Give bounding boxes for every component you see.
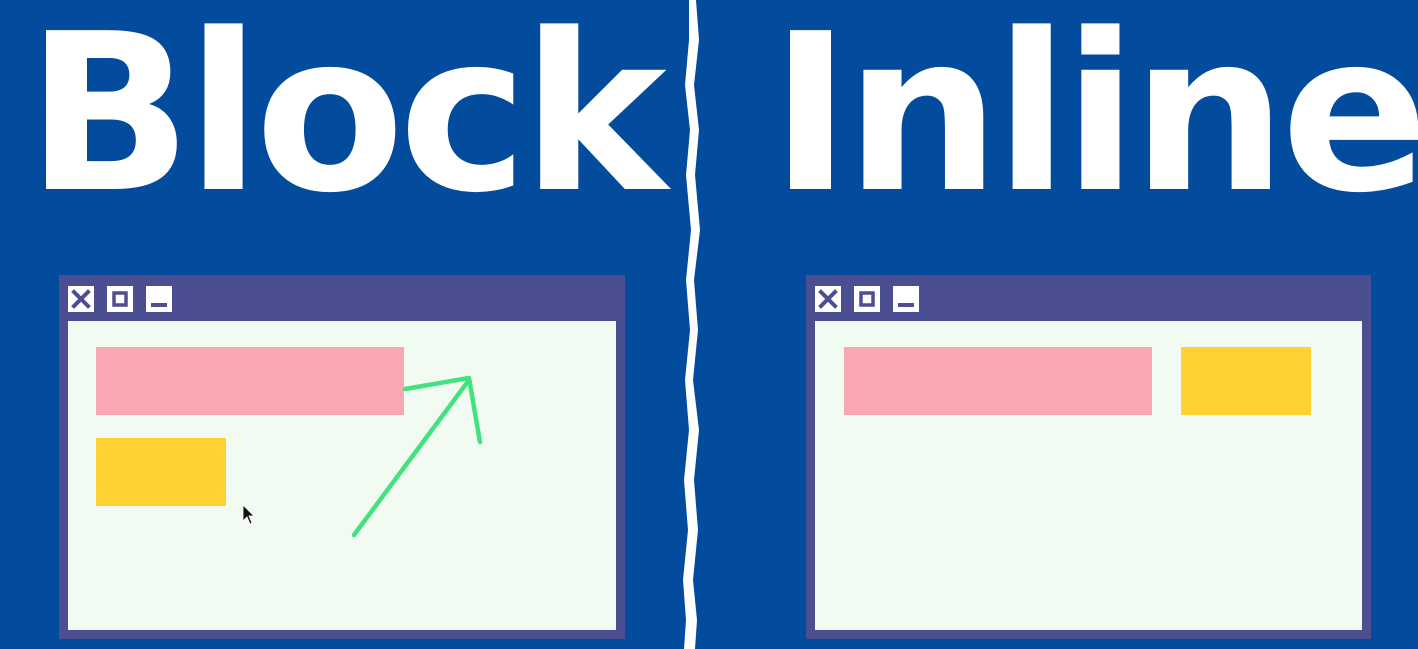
maximize-icon[interactable] <box>854 286 880 312</box>
maximize-icon[interactable] <box>107 286 133 312</box>
close-icon[interactable] <box>68 286 94 312</box>
block-demo-window <box>59 275 625 639</box>
window-viewport <box>815 321 1362 630</box>
inline-demo-window <box>806 275 1371 639</box>
minimize-icon[interactable] <box>146 286 172 312</box>
window-titlebar <box>806 275 1371 321</box>
yellow-inline-element <box>1181 347 1311 415</box>
window-viewport <box>68 321 616 630</box>
pink-block-element <box>96 347 404 415</box>
yellow-block-element <box>96 438 226 506</box>
minimize-icon[interactable] <box>893 286 919 312</box>
close-icon[interactable] <box>815 286 841 312</box>
window-titlebar <box>59 275 625 321</box>
block-heading: Block <box>26 0 667 241</box>
pink-inline-element <box>844 347 1152 415</box>
inline-heading: Inline <box>770 0 1418 241</box>
